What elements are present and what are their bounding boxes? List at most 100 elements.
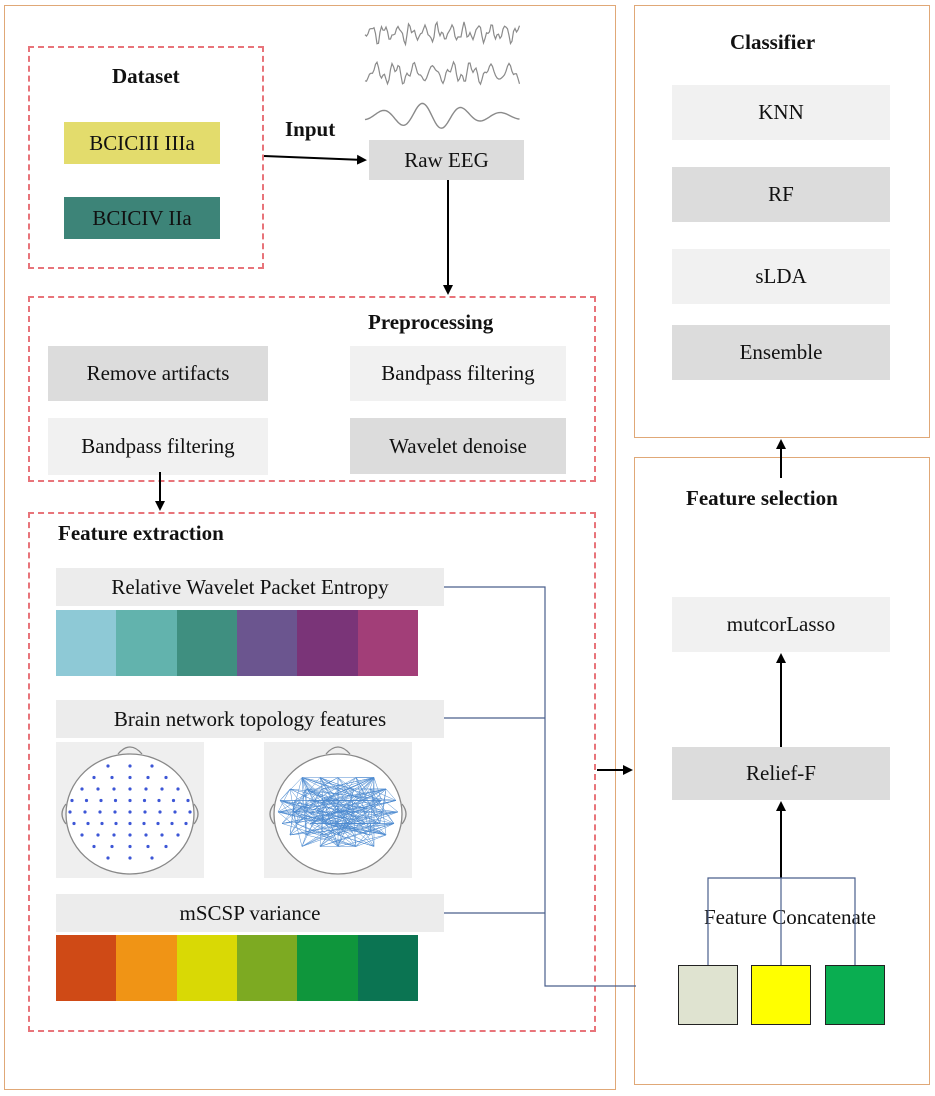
electrode-dot — [142, 798, 147, 803]
mscsp-segment — [236, 935, 298, 1001]
network-edge — [321, 811, 384, 836]
mutcorlasso-box: mutcorLasso — [672, 597, 890, 652]
rwpe-connector — [444, 586, 636, 987]
dataset-title: Dataset — [112, 64, 180, 88]
preproc-bandpass-filtering-left: Bandpass filtering — [48, 418, 268, 475]
feature-extraction-box — [28, 512, 596, 1032]
network-edge — [309, 800, 353, 824]
electrode-dot — [99, 798, 103, 803]
network-edge — [323, 800, 375, 847]
mscsp-segment — [357, 935, 418, 1001]
network-edge — [292, 777, 303, 813]
network-edge — [305, 788, 367, 824]
electrode-dot — [106, 856, 110, 860]
network-edge — [289, 777, 375, 836]
electrode-dot — [80, 833, 84, 837]
network-edge — [279, 800, 324, 813]
electrode-dot — [144, 787, 148, 791]
network-edge — [382, 811, 387, 836]
mscsp-segment — [116, 935, 177, 1001]
electrode-dot — [68, 810, 72, 814]
classifier-title: Classifier — [730, 30, 816, 54]
network-edge — [292, 811, 297, 824]
network-edge — [301, 777, 339, 847]
classifier-rf: RF — [672, 167, 890, 222]
network-edge — [323, 800, 384, 813]
network-edge — [308, 800, 369, 813]
network-edge — [337, 823, 387, 836]
network-edge — [281, 823, 357, 847]
concat-square — [751, 965, 811, 1025]
feature-concatenate-label: Feature Concatenate — [704, 904, 876, 929]
feature-selection-title: Feature selection — [686, 486, 838, 510]
eeg-waveform — [364, 60, 521, 86]
network-edge — [289, 788, 339, 801]
rwpe-segment — [357, 610, 418, 676]
preprocessing-title: Preprocessing — [368, 310, 494, 334]
electrode-dot — [164, 844, 168, 849]
classifier-slda: sLDA — [672, 249, 890, 304]
feature-extraction-title: Feature extraction — [58, 521, 224, 545]
arrow-dataset-to-raw — [263, 154, 367, 165]
network-edge — [319, 800, 324, 847]
network-edge — [309, 800, 397, 824]
electrode-dot — [164, 775, 168, 780]
network-edge — [321, 823, 395, 836]
classifier-knn: KNN — [672, 85, 890, 140]
electrode-dot — [106, 764, 110, 768]
electrode-dot — [128, 844, 132, 849]
network-edge — [323, 800, 339, 847]
network-edge — [321, 788, 339, 801]
electrode-dot — [128, 775, 132, 780]
rwpe-segment — [116, 610, 177, 676]
network-edge — [351, 800, 353, 824]
relief-f-box: Relief-F — [672, 747, 890, 800]
rwpe-segment — [56, 610, 117, 676]
mscsp-color-bar — [56, 935, 418, 1001]
network-edge — [281, 811, 399, 824]
electrode-dot — [170, 821, 174, 826]
network-edge — [301, 777, 324, 801]
electrode-dot — [128, 821, 132, 826]
network-edge — [301, 777, 355, 790]
electrode-dot — [150, 764, 154, 768]
electrode-dot — [86, 821, 90, 826]
main-pipeline-panel — [4, 5, 616, 1090]
network-edge — [305, 788, 382, 801]
electrode-dot — [112, 833, 116, 837]
network-edge — [323, 788, 387, 801]
mscsp-segment — [297, 935, 358, 1001]
electrode-dot — [83, 810, 87, 814]
network-edge — [385, 788, 397, 801]
electrode-dot — [84, 798, 89, 803]
preproc-remove-artifacts: Remove artifacts — [48, 346, 268, 401]
network-edge — [294, 777, 339, 801]
network-edge — [279, 800, 354, 813]
electrode-dot — [160, 833, 164, 837]
rwpe-color-bar — [56, 610, 418, 676]
network-edge — [319, 823, 395, 847]
dataset-item-bciciv: BCICIV IIa — [64, 197, 220, 239]
preprocessing-box — [28, 296, 596, 482]
network-edge — [323, 800, 339, 824]
network-edge — [289, 823, 353, 836]
electrode-dot — [186, 798, 190, 803]
electrode-dot — [150, 856, 154, 860]
electrode-dot — [98, 810, 102, 814]
network-edge — [305, 800, 353, 836]
electrode-dot — [128, 798, 132, 803]
electrode-dot — [184, 821, 188, 826]
electrode-dot — [160, 787, 164, 791]
network-edge — [295, 823, 303, 847]
dataset-box — [28, 46, 264, 269]
raw-eeg-box: Raw EEG — [369, 140, 524, 180]
network-edge — [319, 777, 384, 813]
network-edge — [305, 788, 339, 836]
electrode-dot — [173, 810, 177, 814]
electrode-dot — [113, 810, 117, 814]
electrode-dot — [176, 787, 180, 791]
electrode-dot — [146, 844, 150, 849]
network-edge — [301, 777, 324, 813]
electrode-dot — [157, 798, 161, 803]
network-edge — [337, 777, 375, 836]
